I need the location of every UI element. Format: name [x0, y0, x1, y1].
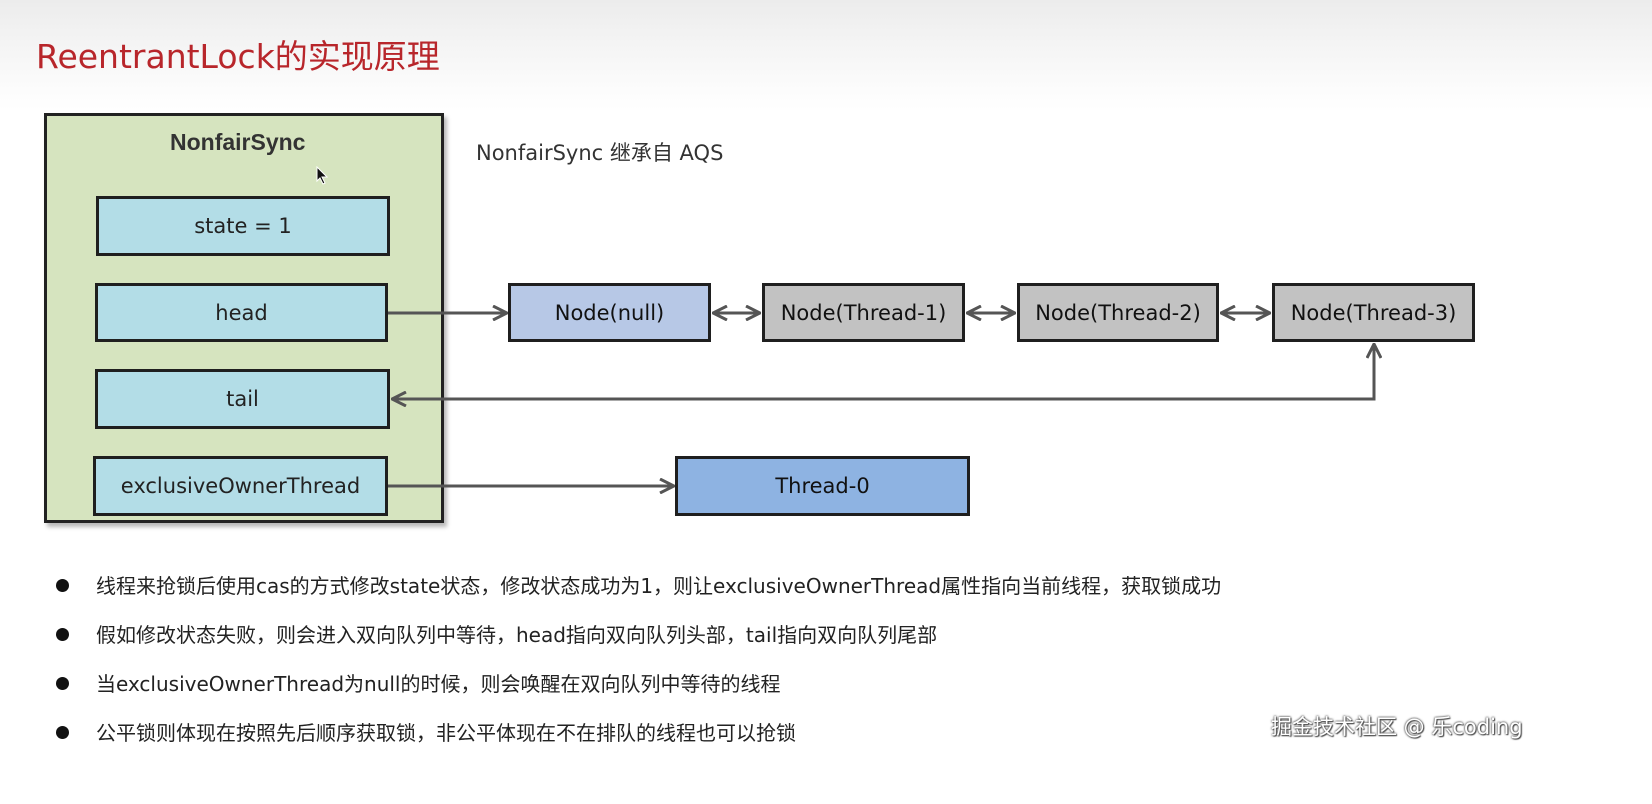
watermark: 掘金技术社区 @ 乐coding: [1271, 715, 1523, 739]
bullet-list: 线程来抢锁后使用cas的方式修改state状态，修改状态成功为1，则让exclu…: [56, 566, 1221, 762]
node-null: Node(null): [508, 283, 711, 342]
bullet-dot-icon: [56, 628, 69, 641]
node-thread-2: Node(Thread-2): [1017, 283, 1219, 342]
nonfairsync-title: NonfairSync: [170, 129, 306, 155]
bullet-item: 公平锁则体现在按照先后顺序获取锁，非公平体现在不在排队的线程也可以抢锁: [56, 713, 1221, 762]
bullet-item: 线程来抢锁后使用cas的方式修改state状态，修改状态成功为1，则让exclu…: [56, 566, 1221, 615]
head-field: head: [95, 283, 388, 342]
thread-0-box: Thread-0: [675, 456, 970, 516]
bullet-dot-icon: [56, 579, 69, 592]
bullet-item: 当exclusiveOwnerThread为null的时候，则会唤醒在双向队列中…: [56, 664, 1221, 713]
bullet-dot-icon: [56, 677, 69, 690]
bullet-text: 当exclusiveOwnerThread为null的时候，则会唤醒在双向队列中…: [96, 672, 781, 696]
bullet-text: 假如修改状态失败，则会进入双向队列中等待，head指向双向队列头部，tail指向…: [96, 623, 938, 647]
bullet-text: 线程来抢锁后使用cas的方式修改state状态，修改状态成功为1，则让exclu…: [96, 574, 1222, 598]
state-field: state = 1: [96, 196, 390, 256]
inheritance-note: NonfairSync 继承自 AQS: [476, 141, 724, 165]
bullet-text: 公平锁则体现在按照先后顺序获取锁，非公平体现在不在排队的线程也可以抢锁: [96, 721, 796, 745]
mouse-cursor-icon: [316, 166, 329, 185]
node-thread-3: Node(Thread-3): [1272, 283, 1475, 342]
page-title: ReentrantLock的实现原理: [36, 37, 440, 76]
bullet-dot-icon: [56, 726, 69, 739]
tail-field: tail: [95, 369, 390, 429]
exclusive-owner-thread-field: exclusiveOwnerThread: [93, 456, 388, 516]
bullet-item: 假如修改状态失败，则会进入双向队列中等待，head指向双向队列头部，tail指向…: [56, 615, 1221, 664]
node-thread-1: Node(Thread-1): [762, 283, 965, 342]
tail-to-node-thread3-arrow: [392, 344, 1374, 399]
